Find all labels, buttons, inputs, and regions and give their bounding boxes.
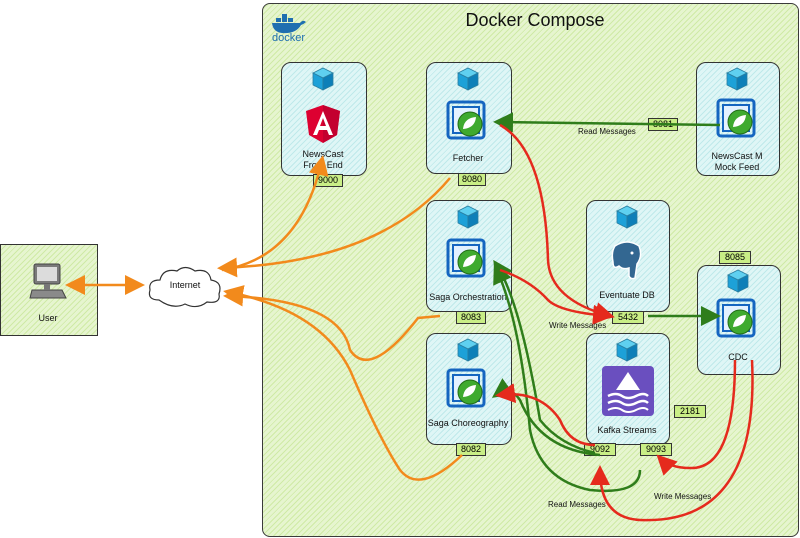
orchestration-label: Saga Orchestration xyxy=(429,292,507,302)
cdc-label: CDC xyxy=(728,352,748,362)
eventuate-label: Eventuate DB xyxy=(599,290,655,300)
cdc-port: 8085 xyxy=(719,251,751,264)
kafka-port-9092: 9092 xyxy=(584,443,616,456)
choreography-label: Saga Choreography xyxy=(427,418,509,428)
frontend-port: 9000 xyxy=(313,174,343,187)
kafka-port-2181: 2181 xyxy=(674,405,706,418)
eventuate-port: 5432 xyxy=(612,311,644,324)
frontend-label: NewsCast Front End xyxy=(281,149,365,171)
write-messages-bottom-label: Write Messages xyxy=(654,492,712,501)
orchestration-port: 8083 xyxy=(456,311,486,324)
user-label: User xyxy=(38,313,58,323)
docker-whale-icon xyxy=(272,14,306,34)
angular-icon xyxy=(306,105,340,143)
frontend-label-line1: NewsCast xyxy=(302,149,344,159)
mockfeed-label-line1: NewsCast M xyxy=(711,151,763,161)
read-messages-top-label: Read Messages xyxy=(578,127,636,136)
fetcher-label: Fetcher xyxy=(452,153,484,163)
docker-brand-text: docker xyxy=(272,32,306,44)
internet-label: Internet xyxy=(169,280,201,290)
compose-title: Docker Compose xyxy=(465,10,605,30)
mockfeed-label: NewsCast M Mock Feed xyxy=(696,151,778,173)
computer-icon xyxy=(29,263,67,299)
read-messages-bottom-label: Read Messages xyxy=(548,500,606,509)
mockfeed-port: 8081 xyxy=(648,118,678,131)
fetcher-port: 8080 xyxy=(458,173,486,186)
internet-cloud-icon xyxy=(148,266,221,308)
kafka-port-9093: 9093 xyxy=(640,443,672,456)
mockfeed-label-line2: Mock Feed xyxy=(714,162,760,172)
write-messages-mid-label: Write Messages xyxy=(549,321,607,330)
kafka-label: Kafka Streams xyxy=(597,425,657,435)
kafka-icon xyxy=(602,366,654,416)
postgres-icon xyxy=(611,241,642,280)
frontend-label-line2: Front End xyxy=(303,160,343,170)
choreography-port: 8082 xyxy=(456,443,486,456)
